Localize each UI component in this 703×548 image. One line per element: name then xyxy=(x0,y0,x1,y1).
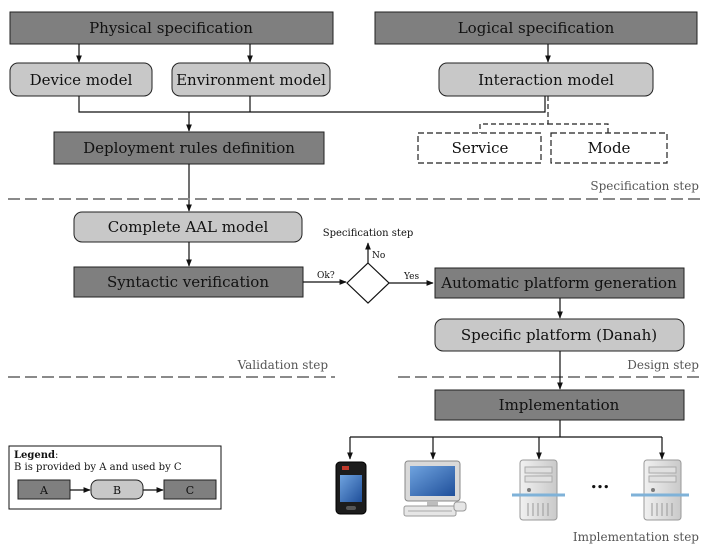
back-to-specification-label: Specification step xyxy=(323,228,414,239)
implementation-step-label: Implementation step xyxy=(573,530,699,544)
yes-label: Yes xyxy=(403,272,419,282)
syntactic-verification-box xyxy=(73,266,304,298)
legend-c-label: C xyxy=(186,484,194,497)
ok-label: Ok? xyxy=(317,271,335,281)
models-merge-connector xyxy=(78,96,546,113)
implementation-box xyxy=(434,389,685,421)
pda-icon xyxy=(335,461,367,515)
legend-title: Legend: xyxy=(14,450,58,461)
interaction-model-label: Interaction model xyxy=(478,71,614,89)
deployment-rules-box xyxy=(53,131,325,165)
legend-a-label: A xyxy=(39,484,49,497)
complete-aal-model-box xyxy=(73,211,303,243)
syntactic-verification-label: Syntactic verification xyxy=(107,273,269,291)
legend-b-label: B xyxy=(113,484,121,497)
automatic-platform-generation-label: Automatic platform generation xyxy=(440,274,677,292)
interaction-to-service-dashed xyxy=(479,96,549,133)
automatic-platform-generation-box xyxy=(434,267,685,299)
no-label: No xyxy=(372,251,385,261)
deployment-rules-label: Deployment rules definition xyxy=(83,139,295,157)
legend-description: B is provided by A and used by C xyxy=(14,462,182,473)
environment-model-box xyxy=(171,62,331,97)
complete-aal-model-label: Complete AAL model xyxy=(108,218,269,236)
more-devices-ellipsis: ... xyxy=(591,472,610,493)
interaction-to-mode-dashed xyxy=(548,123,609,133)
server-icon xyxy=(631,459,689,521)
interaction-model-box xyxy=(438,62,654,97)
design-step-label: Design step xyxy=(627,358,699,372)
validation-step-label: Validation step xyxy=(237,358,329,372)
mode-label: Mode xyxy=(588,139,631,157)
legend-c-box xyxy=(163,479,217,500)
physical-specification-label: Physical specification xyxy=(89,19,253,37)
device-model-label: Device model xyxy=(30,71,133,89)
implementation-label: Implementation xyxy=(499,396,620,414)
logical-specification-box xyxy=(374,11,698,45)
environment-model-label: Environment model xyxy=(176,71,326,89)
server-icon xyxy=(512,459,565,521)
physical-specification-box xyxy=(9,11,334,45)
device-model-box xyxy=(9,62,153,97)
desktop-computer-icon xyxy=(403,460,467,517)
service-box xyxy=(417,132,542,164)
legend-title-text: Legend xyxy=(14,450,55,461)
specification-step-label: Specification step xyxy=(590,179,699,193)
service-label: Service xyxy=(452,139,509,157)
logical-specification-label: Logical specification xyxy=(458,19,615,37)
mode-box xyxy=(550,132,668,164)
specific-platform-label: Specific platform (Danah) xyxy=(461,326,657,344)
decision-diamond xyxy=(346,262,390,304)
